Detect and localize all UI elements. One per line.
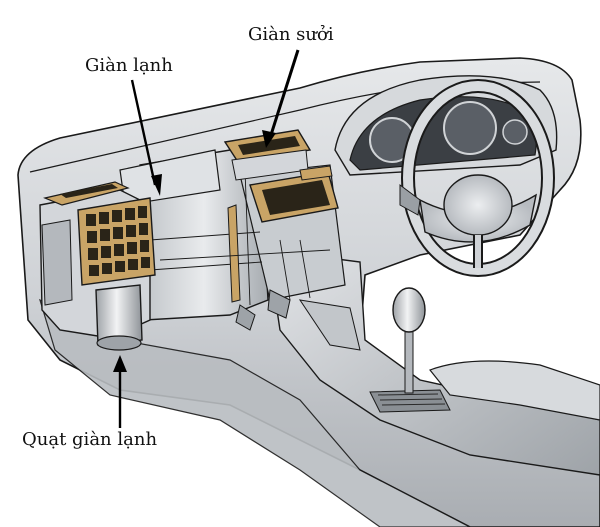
heater-core-label: Giàn sưởi [248,26,334,44]
evaporator-label: Giàn lạnh [85,57,173,75]
blower-left-panel [42,220,72,305]
gear-shifter [370,288,450,412]
evaporator-fan [96,285,142,350]
small-gauge [503,120,527,144]
evaporator-fan-label: Quạt giàn lạnh [22,431,157,449]
evaporator-grille [78,198,155,285]
speedometer-gauge [444,102,496,154]
